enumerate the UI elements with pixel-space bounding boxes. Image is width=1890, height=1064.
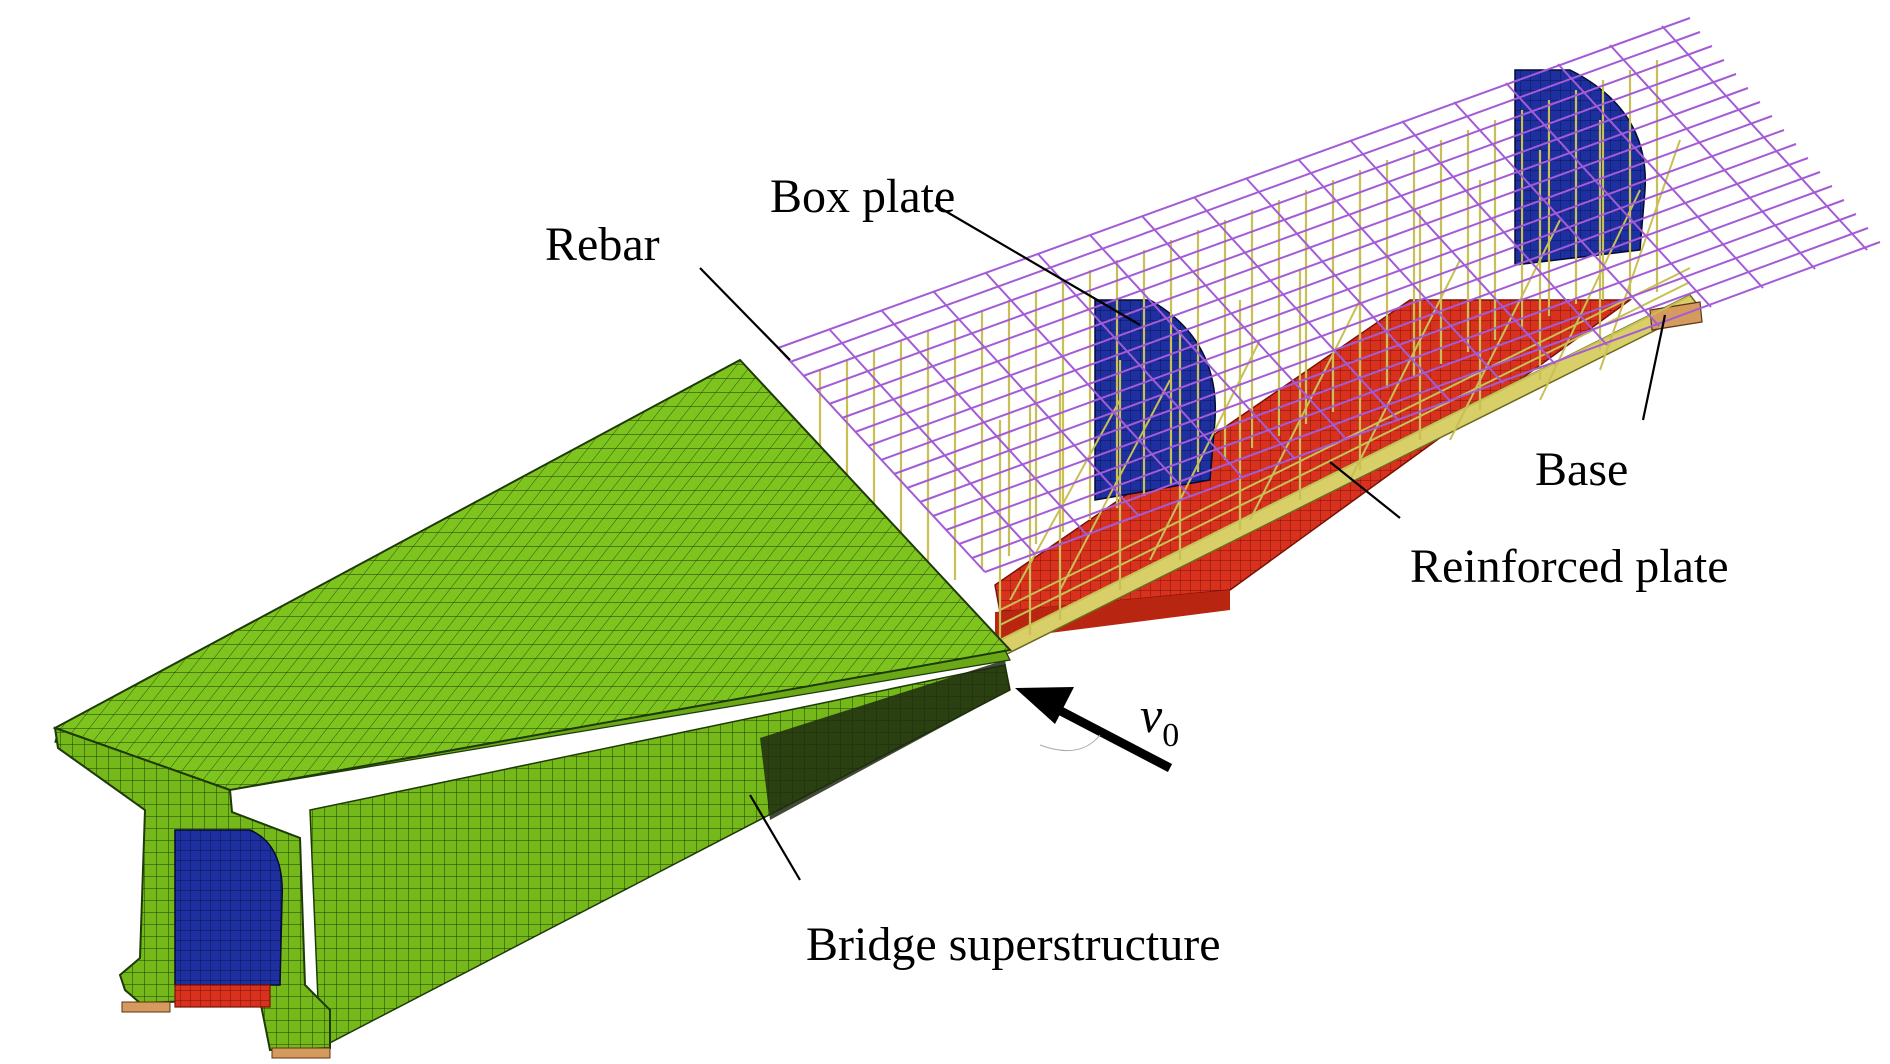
rebar-diagonals: [999, 139, 1691, 641]
label-velocity: v0: [1140, 687, 1179, 754]
velocity-subscript: 0: [1162, 717, 1179, 754]
label-bridge-superstructure: Bridge superstructure: [806, 918, 1221, 971]
label-base: Base: [1535, 443, 1628, 496]
velocity-symbol: v: [1140, 687, 1163, 743]
rebar-top-grid: [777, 17, 1881, 573]
velocity-arrow: [1015, 687, 1173, 772]
leader-lines: [699, 204, 1667, 881]
label-reinforced-plate: Reinforced plate: [1410, 540, 1729, 593]
label-box-plate: Box plate: [770, 170, 955, 223]
label-rebar: Rebar: [545, 218, 660, 271]
bridge-superstructure: [52, 358, 1012, 1059]
